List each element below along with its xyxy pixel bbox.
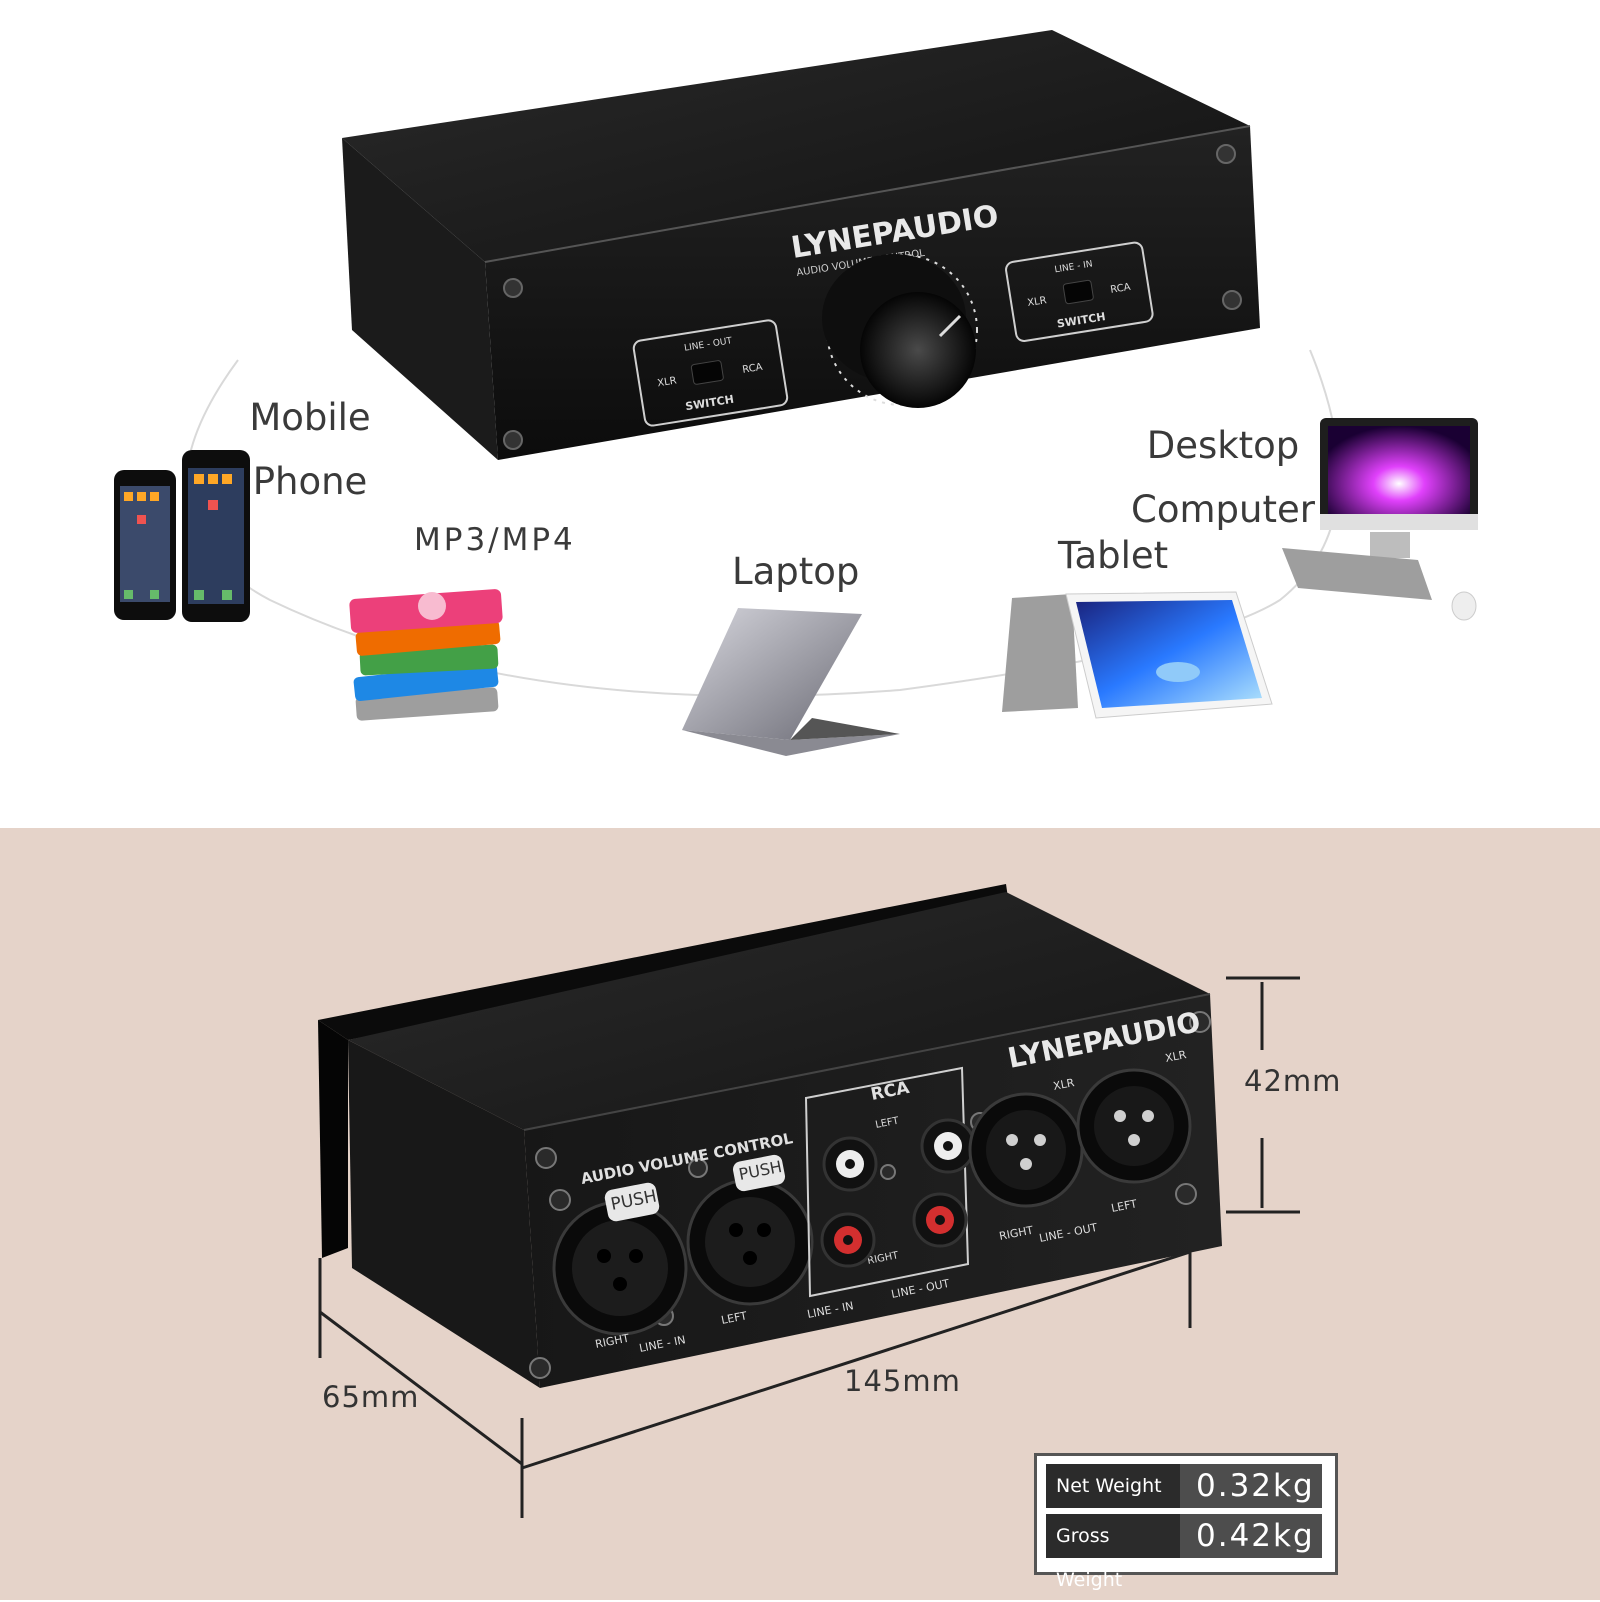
net-weight-label: Net Weight — [1046, 1464, 1180, 1508]
svg-text:RCA: RCA — [742, 362, 764, 376]
front-device: LYNEPAUDIO AUDIO VOLUME CONTROL LINE - O… — [342, 30, 1260, 460]
dimension-lines — [318, 976, 1300, 1518]
xlr-out-label-2: XLR — [1164, 1048, 1188, 1065]
weight-table: Net Weight 0.32kg Gross Weight 0.42kg — [1034, 1453, 1338, 1591]
knob-indicator — [938, 314, 962, 338]
net-weight-row: Net Weight 0.32kg — [1046, 1464, 1322, 1508]
rca-jack[interactable] — [820, 1212, 876, 1268]
bottom-section: LYNEPAUDIO AUDIO VOLUME CONTROL PUSH PUS… — [0, 828, 1600, 1600]
xlr-output-left-jack[interactable] — [1076, 1068, 1192, 1184]
screw-icon — [1222, 290, 1242, 310]
top-illustration: LYNEPAUDIO AUDIO VOLUME CONTROL LINE - O… — [114, 30, 1478, 756]
height-dimension-label: 42mm — [1244, 1064, 1342, 1098]
svg-text:XLR: XLR — [657, 375, 678, 389]
svg-text:RCA: RCA — [1110, 282, 1132, 296]
rca-box — [804, 1066, 970, 1298]
screw-icon — [1216, 144, 1236, 164]
mp3-player-icon — [349, 589, 503, 721]
rca-jack[interactable] — [822, 1136, 878, 1192]
gross-weight-label: Gross Weight — [1046, 1514, 1180, 1591]
mobile-phone-icon — [114, 450, 250, 622]
back-panel-illustration: LYNEPAUDIO AUDIO VOLUME CONTROL PUSH PUS… — [0, 828, 1600, 1600]
width-dimension-label: 145mm — [844, 1364, 961, 1398]
rca-left-label: LEFT — [874, 1115, 900, 1130]
xlr-output-right-jack[interactable] — [968, 1092, 1084, 1208]
screw-icon — [503, 278, 523, 298]
svg-text:XLR: XLR — [1027, 295, 1048, 309]
xlr-input-left-jack[interactable]: PUSH — [686, 1154, 814, 1306]
depth-dimension-label: 65mm — [322, 1380, 420, 1414]
tablet-icon — [1002, 591, 1273, 719]
xlr-in-right-label: RIGHT — [594, 1332, 631, 1351]
rca-jack[interactable] — [912, 1192, 968, 1248]
rca-jack[interactable] — [920, 1118, 976, 1174]
net-weight-value: 0.32kg — [1180, 1464, 1322, 1508]
gross-weight-row: Gross Weight 0.42kg — [1046, 1514, 1322, 1591]
laptop-icon — [682, 608, 900, 756]
xlr-in-left-label: LEFT — [720, 1309, 748, 1327]
xlr-out-label-1: XLR — [1052, 1076, 1076, 1093]
mp3-label: MP3/MP4 — [414, 522, 576, 558]
screw-icon — [503, 430, 523, 450]
top-section: LYNEPAUDIO AUDIO VOLUME CONTROL LINE - O… — [114, 30, 1478, 756]
xlr-out-left-label: LEFT — [1110, 1197, 1138, 1215]
volume-knob[interactable] — [860, 292, 976, 408]
xlr-out-right-label: RIGHT — [998, 1224, 1035, 1243]
gross-weight-value: 0.42kg — [1180, 1514, 1322, 1558]
laptop-label: Laptop — [732, 550, 860, 593]
tablet-label: Tablet — [1058, 534, 1169, 577]
xlr-input-right-jack[interactable]: PUSH — [552, 1181, 688, 1336]
desktop-computer-icon — [1282, 418, 1478, 621]
